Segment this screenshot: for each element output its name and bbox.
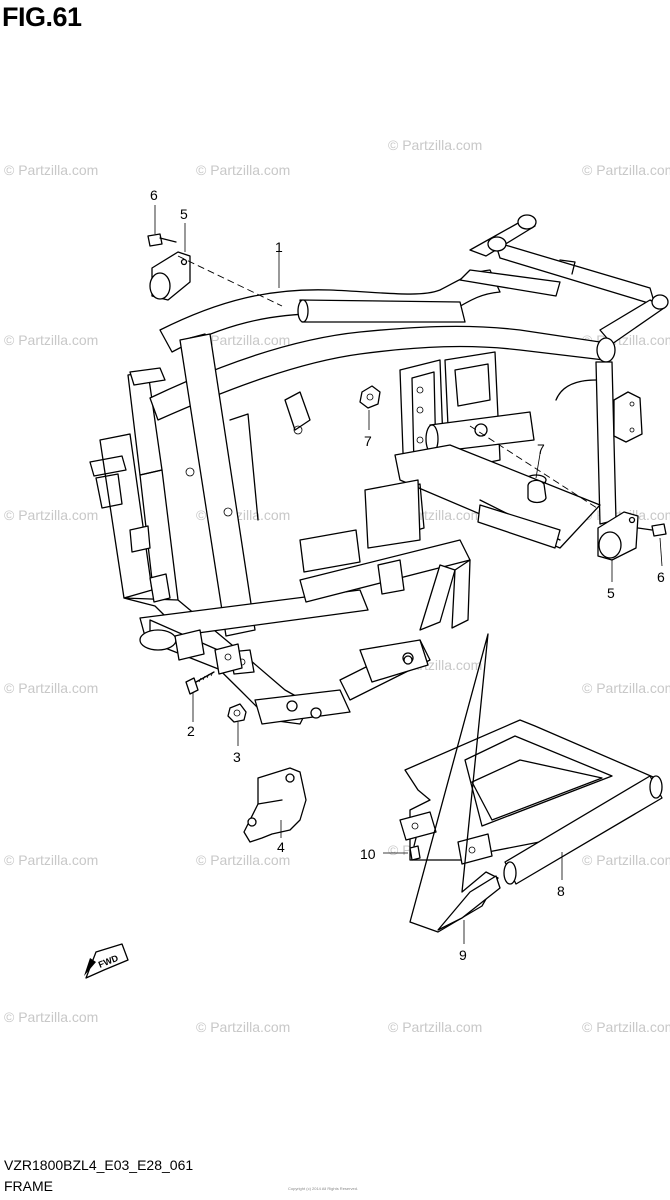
lower-frame-cover xyxy=(399,719,661,865)
frame-bracket xyxy=(243,767,307,843)
model-code: VZR1800BZL4_E03_E28_061 xyxy=(4,1157,194,1173)
callout-4: 4 xyxy=(277,839,285,855)
callout-labels: 1 2 3 4 5 5 6 6 7 7 8 9 10 xyxy=(150,187,665,963)
mount-nut xyxy=(227,703,247,723)
small-bolt xyxy=(409,837,421,861)
callout-3: 3 xyxy=(233,749,241,765)
callout-9: 9 xyxy=(459,947,467,963)
side-cover-plate-left xyxy=(149,251,191,301)
watermark-text: © Partzilla.com xyxy=(582,852,670,868)
figure-title: FIG.61 xyxy=(2,2,82,32)
watermark-text: © Partzilla.com xyxy=(4,680,98,696)
callout-6-left: 6 xyxy=(150,187,158,203)
watermark-text: © Partzilla.com xyxy=(388,1019,482,1035)
grommet-left xyxy=(359,385,381,409)
watermark-text: © Partzilla.com xyxy=(4,1009,98,1025)
main-frame xyxy=(89,214,669,725)
callout-2: 2 xyxy=(187,723,195,739)
alignment-line xyxy=(177,255,283,307)
lower-heat-shield xyxy=(409,633,501,933)
watermark-text: © Partzilla.com xyxy=(582,680,670,696)
watermark-text: © Partzilla.com xyxy=(4,852,98,868)
alignment-line xyxy=(469,425,601,511)
leader-lines xyxy=(154,205,663,944)
watermark-text: © Partzilla.com xyxy=(196,162,290,178)
callout-7-right: 7 xyxy=(537,441,545,457)
callout-7-left: 7 xyxy=(364,433,372,449)
bolt-right xyxy=(637,523,667,537)
watermark-text: © Partzilla.com xyxy=(4,162,98,178)
mount-bolt xyxy=(185,671,215,695)
watermark-text: © Partzilla.com xyxy=(388,137,482,153)
callout-8: 8 xyxy=(557,883,565,899)
callout-10: 10 xyxy=(360,846,376,862)
copyright-note: Copyright (c) 2014 All Rights Reserved. xyxy=(288,1186,359,1191)
bolt-left-top xyxy=(147,233,177,247)
watermark-layer: © Partzilla.com © Partzilla.com © Partzi… xyxy=(4,137,670,1035)
side-cover-plate-right xyxy=(597,511,639,561)
watermark-text: © Partzilla.com xyxy=(196,852,290,868)
watermark-text: © Partzilla.com xyxy=(4,332,98,348)
figure-caption: FRAME xyxy=(4,1178,53,1194)
watermark-text: © Partzilla.com xyxy=(4,507,98,523)
grommet-right xyxy=(527,479,547,504)
watermark-text: © Partzilla.com xyxy=(196,1019,290,1035)
callout-6-right: 6 xyxy=(657,569,665,585)
callout-5-left: 5 xyxy=(180,206,188,222)
watermark-text: © Partzilla.com xyxy=(582,1019,670,1035)
pipe-cover xyxy=(503,775,663,885)
callout-5-right: 5 xyxy=(607,585,615,601)
watermark-text: © Partzilla.com xyxy=(196,332,290,348)
watermark-text: © Partzilla.com xyxy=(582,162,670,178)
fwd-direction-marker: FWD xyxy=(84,943,129,979)
callout-1: 1 xyxy=(275,239,283,255)
